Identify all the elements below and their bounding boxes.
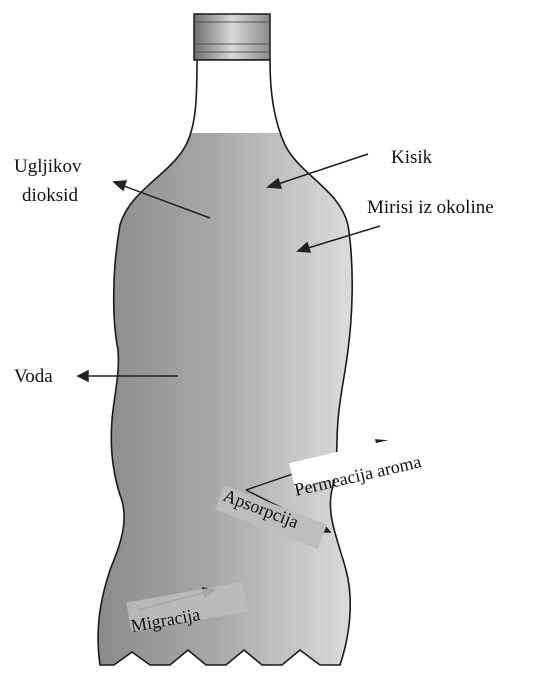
label-ugljikov-line2: dioksid xyxy=(22,185,78,206)
label-mirisi: Mirisi iz okoline xyxy=(367,197,494,218)
label-kisik: Kisik xyxy=(391,147,433,168)
label-voda: Voda xyxy=(14,366,53,387)
bottle-cap xyxy=(194,14,270,60)
bottle-body xyxy=(80,60,380,673)
label-ugljikov-line1: Ugljikov xyxy=(14,156,82,177)
